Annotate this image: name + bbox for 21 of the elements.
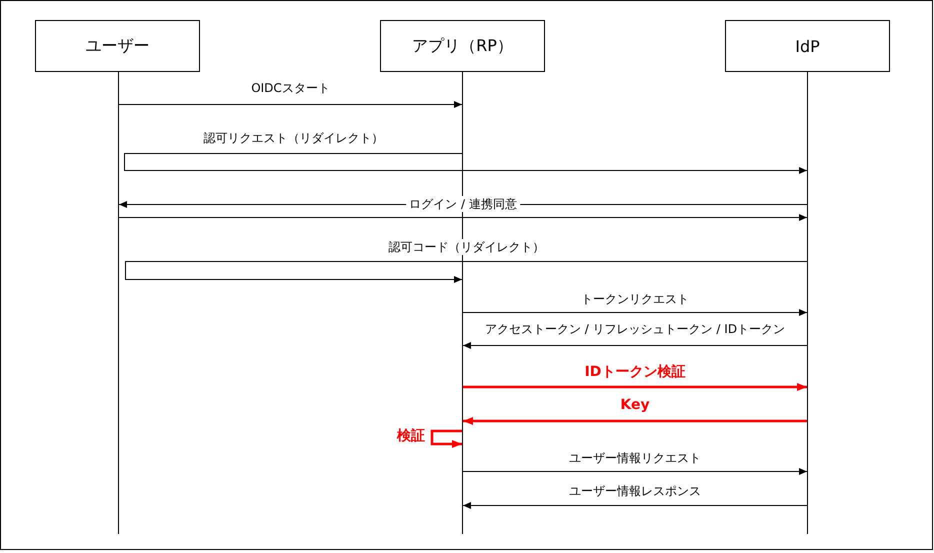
participant-box (725, 20, 890, 72)
participant-box (35, 20, 200, 72)
lifeline (807, 72, 808, 534)
lifeline (118, 72, 119, 534)
message-arrow (118, 101, 462, 108)
self-arrow (430, 430, 462, 448)
participant-box (380, 20, 545, 72)
message-arrow (462, 342, 808, 349)
message-arrow (118, 214, 808, 221)
participant-name: アプリ（RP） (412, 36, 513, 56)
message-arrow (462, 309, 808, 316)
message-arrow (125, 261, 808, 283)
message-arrow (463, 417, 807, 425)
message-arrow (462, 468, 808, 475)
message-arrow (463, 383, 807, 391)
participant-name: ユーザー (86, 36, 150, 56)
message-arrow (462, 502, 808, 509)
participant-name: IdP (795, 36, 820, 56)
message-label: 検証 (394, 428, 428, 444)
message-label: ログイン / 連携同意 (406, 196, 520, 212)
message-arrow (124, 153, 808, 174)
